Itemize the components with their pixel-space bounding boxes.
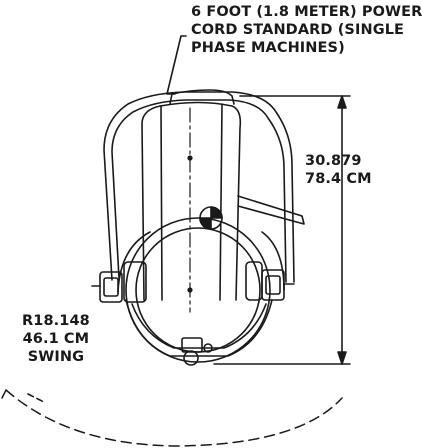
radius-metric: 46.1 CM (22, 331, 90, 347)
swing-radius-leader (27, 393, 45, 403)
center-of-gravity-icon (199, 206, 223, 230)
swing-label: SWING (27, 349, 85, 365)
column-body (141, 101, 242, 301)
wheel-outer (125, 217, 271, 363)
height-dimension-label: 30.879 78.4 CM (305, 152, 372, 188)
height-imperial: 30.879 (305, 153, 362, 169)
right-wheel-assembly (245, 261, 295, 301)
left-wheel-assembly (91, 261, 147, 303)
swing-radius-label: R18.148 46.1 CM SWING (22, 312, 90, 366)
cord-note-line-1: 6 FOOT (1.8 METER) POWER (191, 4, 422, 20)
top-cap (169, 89, 235, 105)
cord-leader-line (166, 35, 187, 95)
radius-imperial: R18.148 (22, 313, 90, 329)
swing-arc (5, 389, 343, 447)
bottom-hub (181, 337, 213, 366)
cord-note-line-2: CORD STANDARD (SINGLE (191, 22, 405, 38)
height-metric: 78.4 CM (305, 171, 372, 187)
side-handle (237, 195, 305, 225)
cord-note-line-3: PHASE MACHINES) (191, 40, 345, 56)
handle-frame (103, 91, 295, 283)
cord-note: 6 FOOT (1.8 METER) POWER CORD STANDARD (… (191, 3, 422, 57)
